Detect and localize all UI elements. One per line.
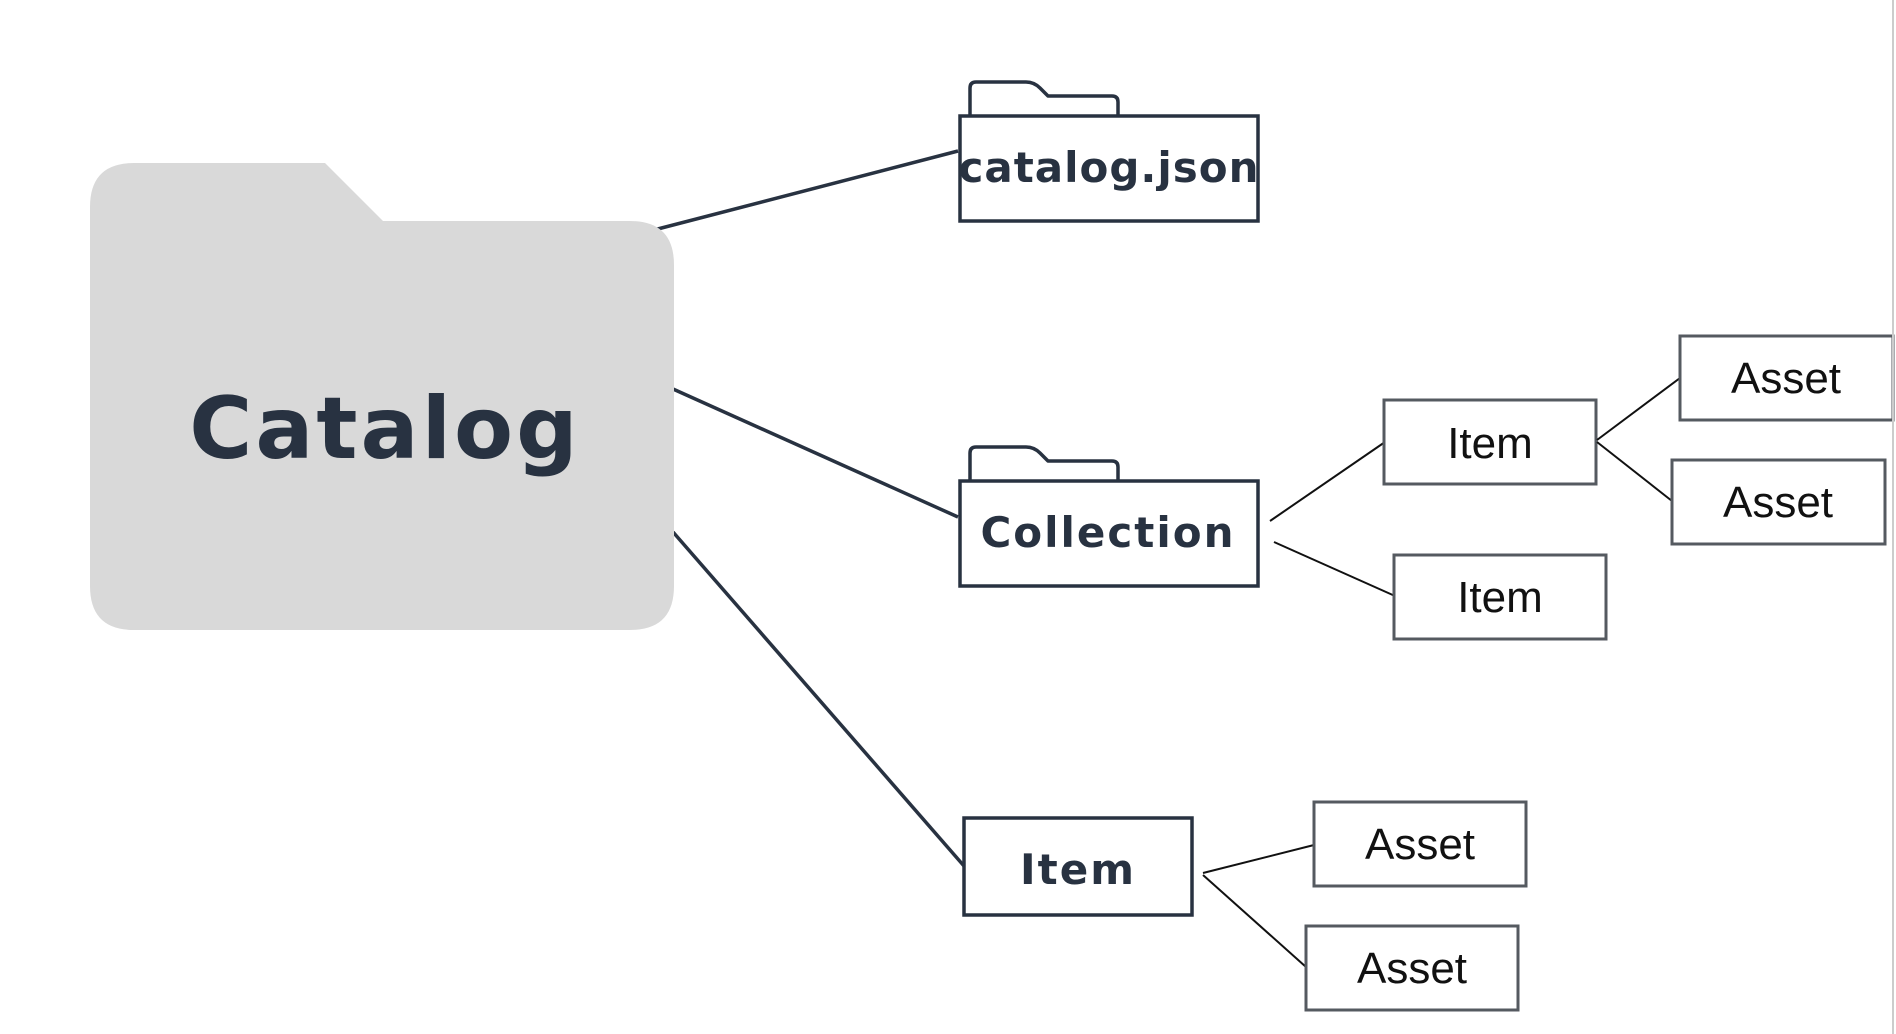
item-label: Item: [1457, 573, 1543, 622]
catalog-json-box: [958, 114, 1260, 223]
item-label: Item: [1447, 419, 1533, 468]
collection-item-1: Item: [1382, 398, 1598, 486]
collection-node: Collection: [958, 445, 1260, 588]
asset-label: Asset: [1731, 354, 1841, 403]
item-node: Item: [962, 816, 1194, 917]
edge-collection-to-item-1: [1269, 441, 1386, 522]
asset-node: Asset: [1304, 924, 1520, 1012]
edge-collection-to-item-2: [1273, 541, 1396, 597]
asset-box: [1304, 924, 1520, 1012]
asset-label: Asset: [1723, 478, 1833, 527]
catalog-folder-icon: [90, 163, 674, 630]
edge-item-to-asset: [1202, 874, 1307, 968]
catalog-folder: Catalog: [90, 163, 674, 630]
asset-label: Asset: [1357, 944, 1467, 993]
asset-box: [1312, 800, 1528, 888]
asset-node: Asset: [1312, 800, 1528, 888]
edge-item-to-asset: [1596, 377, 1681, 441]
collection-box: [958, 479, 1260, 588]
folder-tab-icon: [968, 80, 1120, 116]
collection-label: Collection: [980, 508, 1235, 557]
edge-item-to-asset: [1596, 441, 1673, 502]
asset-node: Asset: [1670, 458, 1887, 546]
collection-item-2: Item: [1392, 553, 1608, 641]
edge-catalog-to-catalog-json: [649, 149, 959, 233]
asset-node: Asset: [1678, 334, 1895, 422]
catalog-json-node: catalog.json: [958, 80, 1260, 223]
item-box: [1382, 398, 1598, 486]
asset-label: Asset: [1365, 820, 1475, 869]
item-box: [962, 816, 1194, 917]
edge-catalog-to-collection: [672, 387, 959, 519]
edge-item-to-asset: [1202, 844, 1315, 874]
asset-box: [1678, 334, 1895, 422]
asset-box: [1670, 458, 1887, 546]
item-label: Item: [1020, 845, 1136, 894]
catalog-label: Catalog: [189, 379, 580, 479]
item-box: [1392, 553, 1608, 641]
catalog-json-label: catalog.json: [958, 143, 1259, 192]
edge-catalog-to-item: [671, 530, 966, 868]
folder-tab-icon: [968, 445, 1120, 481]
